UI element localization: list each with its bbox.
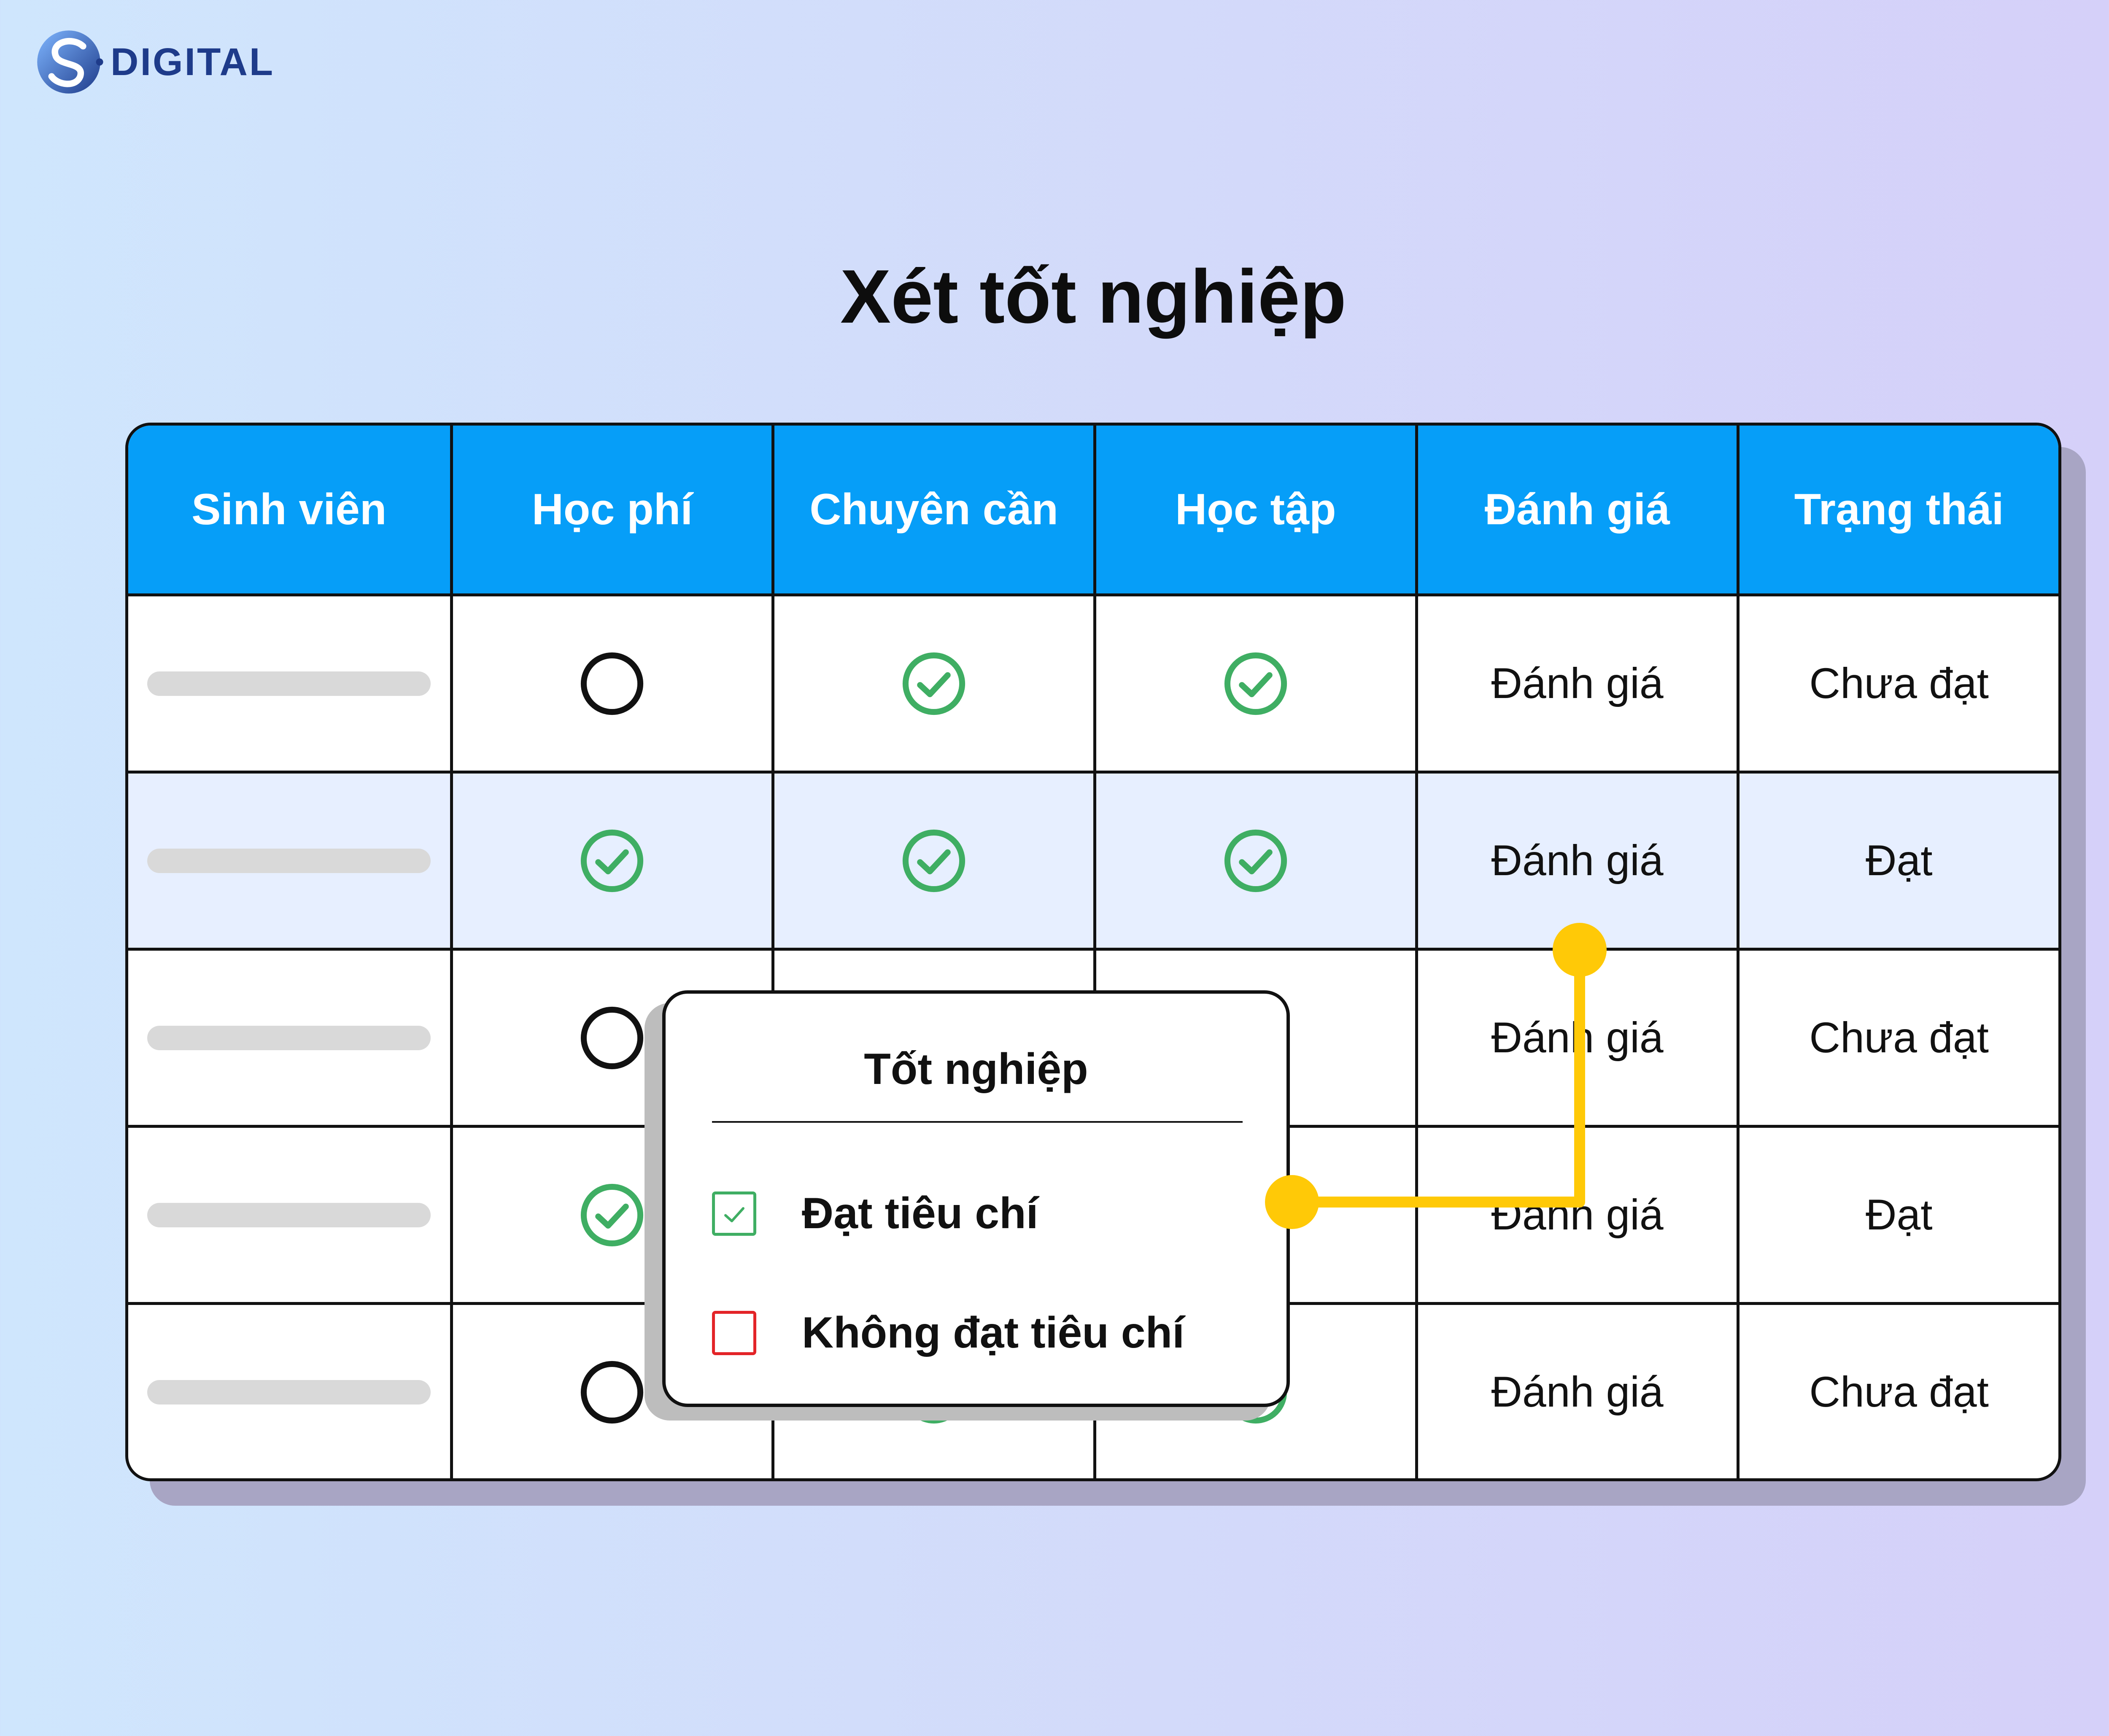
brand-name: DIGITAL: [111, 40, 275, 84]
unchecked-checkbox-icon[interactable]: [712, 1311, 756, 1355]
evaluation-cell[interactable]: Đánh giá: [1415, 1128, 1737, 1302]
empty-circle-icon: [579, 1005, 645, 1071]
status-cell: Chưa đạt: [1737, 596, 2058, 771]
evaluation-cell[interactable]: Đánh giá: [1415, 774, 1737, 948]
green-check-circle-icon: [901, 828, 967, 894]
column-header-study[interactable]: Học tập: [1093, 426, 1415, 593]
empty-circle-icon: [579, 651, 645, 717]
student-name-placeholder: [147, 1025, 431, 1050]
option-not-meet-criteria[interactable]: Không đạt tiêu chí: [712, 1308, 1184, 1358]
student-name-cell: [128, 1305, 450, 1478]
student-name-cell: [128, 1128, 450, 1302]
option-meets-criteria[interactable]: Đạt tiêu chí: [712, 1189, 1038, 1239]
evaluation-cell[interactable]: Đánh giá: [1415, 1305, 1737, 1478]
graduation-popup: Tốt nghiệp Đạt tiêu chí Không đạt tiêu c…: [662, 990, 1290, 1407]
student-name-placeholder: [147, 1380, 431, 1404]
column-header-attendance[interactable]: Chuyên cần: [771, 426, 1093, 593]
evaluation-cell[interactable]: Đánh giá: [1415, 596, 1737, 771]
status-cell: Chưa đạt: [1737, 951, 2058, 1125]
option-label: Không đạt tiêu chí: [802, 1308, 1185, 1357]
attendance-cell: [771, 774, 1093, 948]
attendance-cell: [771, 596, 1093, 771]
study-cell: [1093, 596, 1415, 771]
tuition-cell: [450, 1128, 772, 1302]
green-check-circle-icon: [579, 828, 645, 894]
green-check-circle-icon: [579, 1182, 645, 1248]
evaluation-cell[interactable]: Đánh giá: [1415, 951, 1737, 1125]
student-name-placeholder: [147, 848, 431, 873]
tuition-cell: [450, 951, 772, 1125]
status-cell: Đạt: [1737, 1128, 2058, 1302]
column-header-student[interactable]: Sinh viên: [191, 485, 387, 534]
green-check-circle-icon: [901, 651, 967, 717]
student-name-cell: [128, 774, 450, 948]
popup-divider: [712, 1121, 1243, 1123]
brand-logo: DIGITAL: [33, 26, 275, 98]
option-label: Đạt tiêu chí: [802, 1189, 1038, 1238]
study-cell: [1093, 774, 1415, 948]
s-swirl-logo-icon: [37, 30, 103, 94]
checked-checkbox-icon[interactable]: [712, 1191, 756, 1236]
green-check-circle-icon: [1223, 651, 1289, 717]
popup-title: Tốt nghiệp: [864, 1045, 1088, 1094]
tuition-cell: [450, 1305, 772, 1478]
table-header: Sinh viên Học phí Chuyên cần Học tập Đán…: [128, 426, 2058, 593]
status-cell: Đạt: [1737, 774, 2058, 948]
page-title: Xét tốt nghiệp: [840, 254, 1346, 339]
column-header-tuition[interactable]: Học phí: [450, 426, 772, 593]
column-header-evaluation[interactable]: Đánh giá: [1415, 426, 1737, 593]
tuition-cell: [450, 596, 772, 771]
student-name-placeholder: [147, 671, 431, 696]
tuition-cell: [450, 774, 772, 948]
green-check-circle-icon: [1223, 828, 1289, 894]
empty-circle-icon: [579, 1359, 645, 1425]
student-name-cell: [128, 596, 450, 771]
column-header-status[interactable]: Trạng thái: [1737, 426, 2058, 593]
student-name-placeholder: [147, 1202, 431, 1227]
status-cell: Chưa đạt: [1737, 1305, 2058, 1478]
student-name-cell: [128, 951, 450, 1125]
